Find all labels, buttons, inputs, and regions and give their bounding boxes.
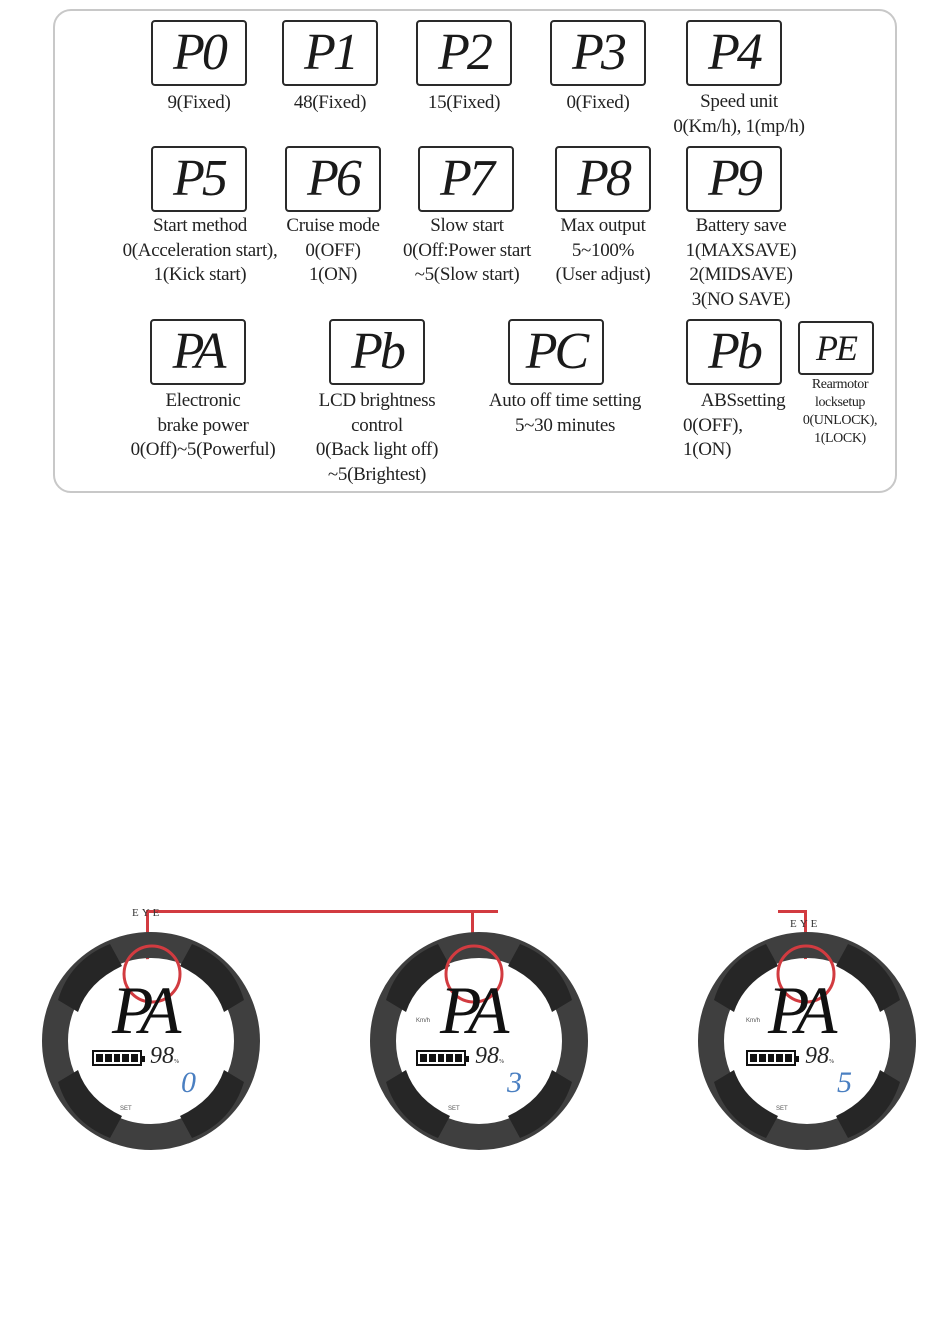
level-value: 3 xyxy=(507,1066,522,1099)
param-code-p2: P2 xyxy=(416,20,512,86)
battery-icon xyxy=(92,1050,145,1066)
param-desc-pe: Rearmotor locksetup 0(UNLOCK), 1(LOCK) xyxy=(802,377,878,446)
param-code-p6: P6 xyxy=(285,146,381,212)
param-desc-p0: 9(Fixed) xyxy=(167,92,231,113)
set-label: SET xyxy=(120,1106,132,1112)
screen-code: PA xyxy=(112,972,181,1048)
param-code-p0: P0 xyxy=(151,20,247,86)
battery-icon xyxy=(746,1050,799,1066)
display-level-5: Km/h PA 98% 5 SET xyxy=(696,930,918,1152)
screen-code: PA xyxy=(440,972,509,1048)
param-code-p1: P1 xyxy=(282,20,378,86)
param-code-p9: P9 xyxy=(686,146,782,212)
screen-code: PA xyxy=(768,972,837,1048)
param-desc-pb-abs: ABSsetting 0(OFF), 1(ON) xyxy=(683,390,786,460)
display-bezel xyxy=(42,932,260,1150)
param-desc-p3: 0(Fixed) xyxy=(566,92,630,113)
eye-wire-horizontal xyxy=(146,910,498,913)
level-value: 5 xyxy=(837,1066,852,1099)
set-label: SET xyxy=(448,1106,460,1112)
parameter-panel: P0 9(Fixed) P1 48(Fixed) P2 15(Fixed) P3… xyxy=(53,9,897,493)
param-code-p8: P8 xyxy=(555,146,651,212)
param-code-pb-abs: Pb xyxy=(686,319,782,385)
param-desc-p5: Start method 0(Acceleration start), 1(Ki… xyxy=(122,215,278,285)
level-value: 0 xyxy=(181,1066,196,1099)
param-code-p3: P3 xyxy=(550,20,646,86)
param-code-pa: PA xyxy=(150,319,246,385)
param-code-p7: P7 xyxy=(418,146,514,212)
param-desc-p2: 15(Fixed) xyxy=(427,92,501,113)
param-code-p4: P4 xyxy=(686,20,782,86)
battery-percent: 98% xyxy=(805,1043,834,1069)
param-desc-p7: Slow start 0(Off:Power start ~5(Slow sta… xyxy=(402,215,532,285)
param-desc-p1: 48(Fixed) xyxy=(293,92,367,113)
param-code-p5: P5 xyxy=(151,146,247,212)
eye-wire-right-top xyxy=(778,910,806,913)
eye-label-1: EYE xyxy=(132,907,163,919)
param-desc-p8: Max output 5~100% (User adjust) xyxy=(555,215,651,285)
set-label: SET xyxy=(776,1106,788,1112)
display-level-0: PA 98% 0 SET xyxy=(40,930,262,1152)
display-bezel xyxy=(698,932,916,1150)
param-code-pb: Pb xyxy=(329,319,425,385)
display-level-3: Km/h PA 98% 3 SET xyxy=(368,930,590,1152)
param-desc-pc: Auto off time setting 5~30 minutes xyxy=(488,390,642,436)
param-code-pc: PC xyxy=(508,319,604,385)
battery-percent: 98% xyxy=(475,1043,504,1069)
param-desc-pa: Electronic brake power 0(Off)~5(Powerful… xyxy=(130,390,276,460)
battery-percent: 98% xyxy=(150,1043,179,1069)
battery-icon xyxy=(416,1050,469,1066)
param-desc-pb: LCD brightness control 0(Back light off)… xyxy=(315,390,439,485)
param-code-pe: PE xyxy=(798,321,874,375)
display-bezel xyxy=(370,932,588,1150)
eye-label-3: EYE xyxy=(790,918,821,930)
unit-label: Km/h xyxy=(746,1018,761,1024)
unit-label: Km/h xyxy=(416,1018,431,1024)
param-desc-p4: Speed unit 0(Km/h), 1(mp/h) xyxy=(673,91,805,137)
param-desc-p6: Cruise mode 0(OFF) 1(ON) xyxy=(286,215,380,285)
param-desc-p9: Battery save 1(MAXSAVE) 2(MIDSAVE) 3(NO … xyxy=(685,215,797,310)
